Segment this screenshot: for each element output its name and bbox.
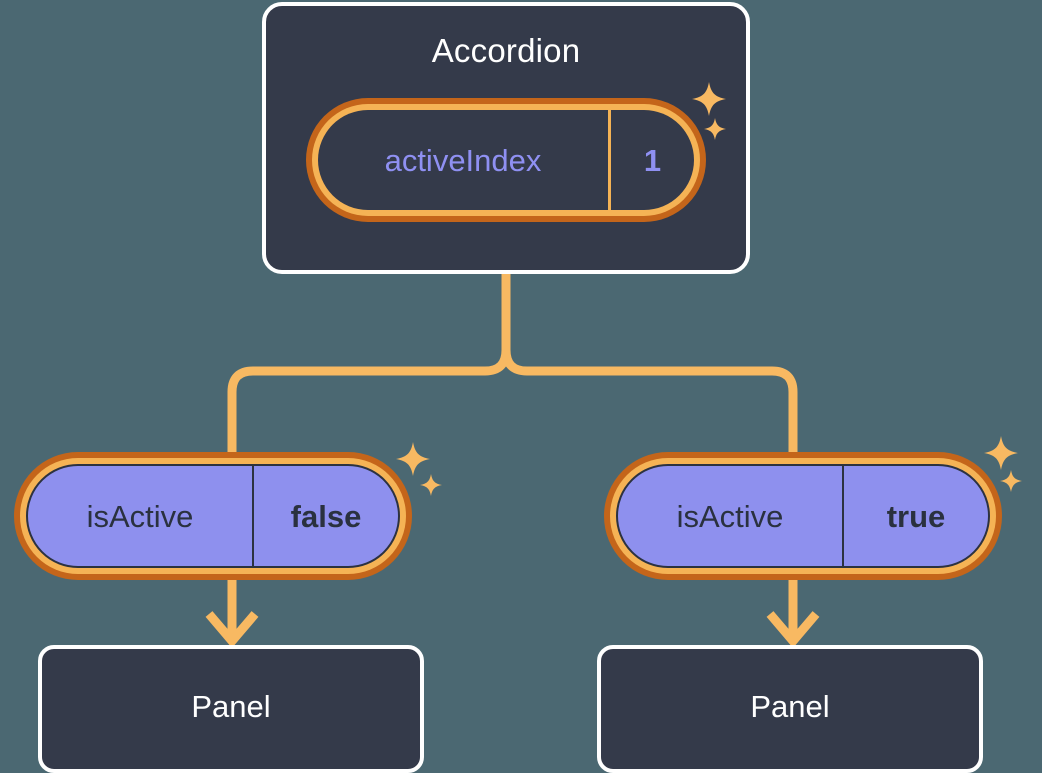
prop-pill-is-active-right[interactable]: isActive true	[604, 452, 1002, 580]
panel-component-box-right[interactable]: Panel	[597, 645, 983, 773]
sparkle-icon	[420, 474, 442, 496]
sparkle-icon	[704, 118, 726, 140]
accordion-title: Accordion	[431, 32, 581, 69]
state-key-active-index: activeIndex	[318, 110, 611, 210]
sparkle-icon	[984, 436, 1018, 470]
prop-value-is-active-right: true	[886, 498, 946, 534]
pill-body: isActive true	[616, 464, 990, 568]
pill-body: activeIndex 1	[318, 110, 694, 210]
prop-value-is-active-left: false	[290, 498, 362, 534]
prop-key-is-active-right: isActive	[618, 466, 844, 566]
panel-title-left: Panel	[191, 689, 271, 724]
pill-inner-ring: isActive true	[610, 458, 996, 574]
panel-component-box-left[interactable]: Panel	[38, 645, 424, 773]
state-value-active-index: 1	[643, 142, 662, 178]
panel-title-right: Panel	[750, 689, 830, 724]
arrow-down-icon-left	[205, 580, 259, 648]
state-pill-active-index[interactable]: activeIndex 1	[306, 98, 706, 222]
pill-inner-ring: isActive false	[20, 458, 406, 574]
pill-body: isActive false	[26, 464, 400, 568]
arrow-down-icon-right	[766, 580, 820, 648]
prop-key-is-active-left: isActive	[28, 466, 254, 566]
sparkle-icon	[1000, 470, 1022, 492]
connector-branch-left	[227, 349, 511, 452]
connector-branch-right	[501, 349, 798, 452]
sparkle-icon	[396, 442, 430, 476]
prop-pill-is-active-left[interactable]: isActive false	[14, 452, 412, 580]
sparkle-icon	[692, 82, 726, 116]
pill-inner-ring: activeIndex 1	[312, 104, 700, 216]
